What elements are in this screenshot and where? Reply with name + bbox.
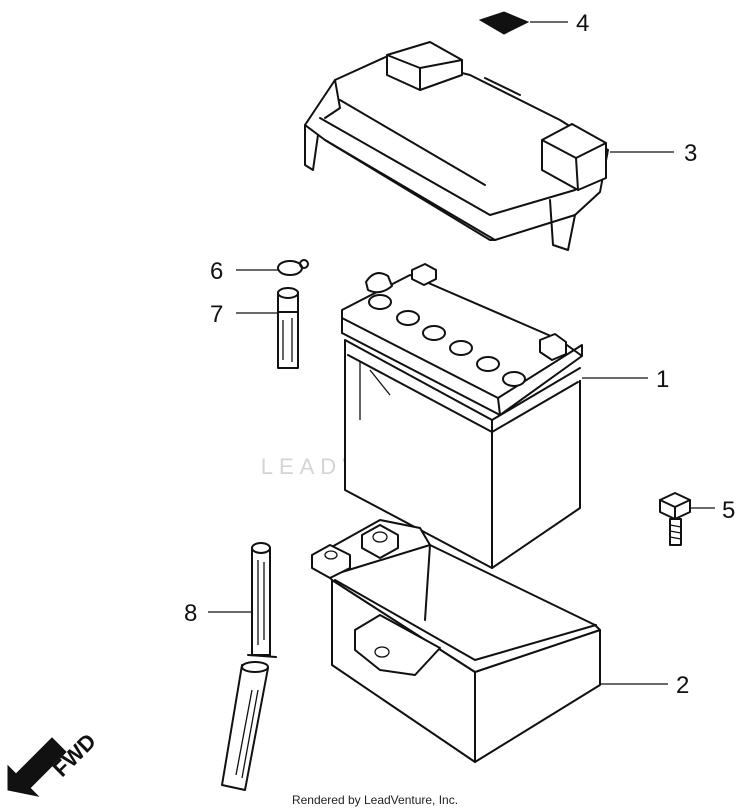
callout-number: 2 xyxy=(676,672,689,699)
footer-credit: Rendered by LeadVenture, Inc. xyxy=(291,793,459,807)
callout-4: 4 xyxy=(530,10,589,37)
fwd-label: FWD xyxy=(48,728,101,781)
part-breather-joint xyxy=(277,287,299,369)
callout-number: 5 xyxy=(722,497,735,524)
callout-8: 8 xyxy=(184,600,251,627)
callout-5: 5 xyxy=(691,497,735,524)
fwd-arrow: FWD xyxy=(7,728,101,797)
callout-1: 1 xyxy=(582,366,669,393)
part-battery-box xyxy=(311,519,601,763)
part-breather-clip xyxy=(277,259,309,276)
callout-number: 4 xyxy=(576,10,589,37)
part-breather-tube xyxy=(221,542,277,791)
callout-number: 6 xyxy=(210,258,223,285)
callout-number: 3 xyxy=(684,140,697,167)
callout-number: 1 xyxy=(656,366,669,393)
callout-number: 7 xyxy=(210,301,223,328)
callout-6: 6 xyxy=(210,258,278,285)
part-battery-cover xyxy=(304,41,609,251)
callout-number: 8 xyxy=(184,600,197,627)
part-bolt xyxy=(659,492,691,546)
callout-3: 3 xyxy=(610,140,697,167)
part-battery xyxy=(341,263,583,569)
part-caution-label xyxy=(478,11,530,35)
callout-2: 2 xyxy=(601,672,689,699)
callout-7: 7 xyxy=(210,301,277,328)
